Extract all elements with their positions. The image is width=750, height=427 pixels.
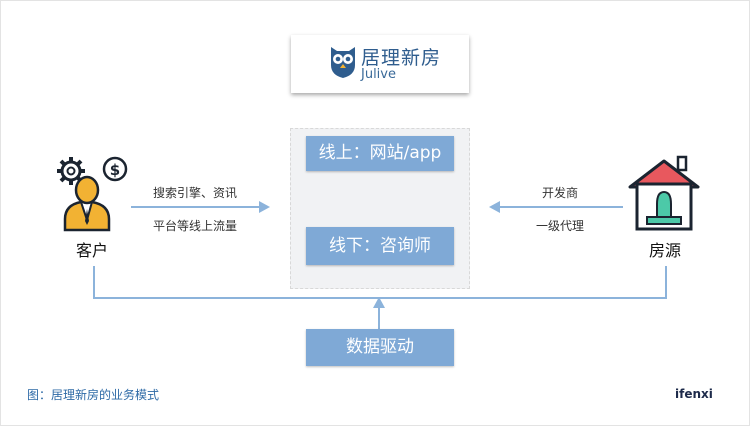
person-icon — [63, 175, 111, 232]
property-source-label: 房源 — [649, 241, 682, 260]
house-icon — [628, 155, 700, 231]
logo-english-name: Julive — [361, 67, 396, 82]
ifenxi-watermark: ifenxi — [675, 387, 713, 401]
data-drive-box: 数据驱动 — [306, 329, 454, 366]
logo-chinese-name: 居理新房 — [361, 47, 442, 69]
arrowhead-left — [489, 201, 500, 213]
traffic-label-line2: 平台等线上流量 — [153, 219, 238, 233]
customer-icon: $ — [57, 156, 128, 232]
arrowhead-up — [373, 297, 385, 308]
bottom-bracket-line — [93, 266, 667, 299]
arrowhead-right — [259, 201, 270, 213]
customer-label: 客户 — [76, 241, 109, 260]
owl-logo-icon — [331, 47, 355, 78]
traffic-label-line1: 搜索引擎、资讯 — [153, 186, 238, 200]
figure-caption: 图：居理新房的业务模式 — [27, 388, 160, 402]
dollar-icon: $ — [102, 156, 128, 182]
supply-label-line1: 开发商 — [542, 186, 579, 200]
online-channel-box: 线上：网站/app — [306, 136, 454, 171]
svg-text:$: $ — [110, 161, 120, 179]
julive-logo-card: 居理新房 Julive — [291, 35, 469, 93]
supply-label-line2: 一级代理 — [536, 219, 585, 233]
offline-channel-box: 线下：咨询师 — [306, 227, 454, 265]
